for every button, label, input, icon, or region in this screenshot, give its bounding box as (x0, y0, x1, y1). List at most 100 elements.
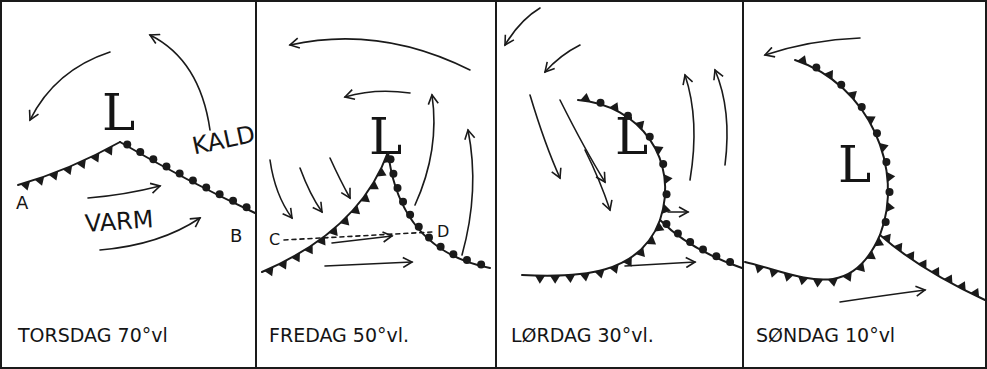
warm-front-dot (699, 245, 707, 253)
wind-arrow (545, 45, 580, 72)
cold-front-triangle (882, 234, 891, 243)
wind-arrow (100, 218, 200, 250)
warm-front-dot (837, 81, 845, 89)
warm-front-dot (597, 99, 605, 107)
wind-arrow (300, 168, 322, 212)
cold-front-triangle (866, 116, 875, 125)
cold-front-triangle (550, 276, 560, 284)
cold-front-triangle (784, 273, 794, 282)
cold-front-triangle (304, 245, 313, 254)
section-line (284, 232, 432, 240)
wind-arrow (715, 70, 727, 165)
wind-arrow (462, 130, 473, 255)
warm-front-dot (885, 188, 893, 196)
cold-front-triangle (90, 153, 99, 162)
cold-front-triangle (662, 204, 671, 214)
warm-front-dot (162, 162, 170, 170)
cold-front-triangle (843, 272, 852, 281)
warm-front-dot (243, 203, 251, 211)
wind-arrow (625, 262, 695, 266)
cold-front-triangle (623, 257, 632, 266)
warm-front-dot (858, 103, 866, 111)
wind-arrow (840, 290, 925, 302)
warm-front-dot (663, 190, 671, 198)
warm-front-dot (882, 218, 890, 226)
wind-arrow (585, 150, 610, 210)
occluded-front (578, 100, 665, 220)
wind-arrow (325, 262, 412, 266)
cold-front-triangle (957, 281, 966, 290)
cold-front (880, 235, 985, 300)
front-symbols (20, 55, 979, 297)
cold-front-triangle (595, 270, 605, 279)
low-pressure-mark: L (615, 112, 648, 162)
cold-front-triangle (384, 154, 393, 163)
warm-front-dot (189, 177, 197, 185)
cold-front-triangle (944, 274, 953, 283)
cold-front-triangle (581, 93, 591, 102)
wind-arrows (30, 8, 925, 302)
cold-front-triangle (931, 267, 940, 276)
wind-arrow (332, 236, 392, 243)
warm-front-dot (415, 223, 423, 231)
cold-front-triangle (278, 260, 287, 269)
cold-front-triangle (636, 248, 645, 257)
cold-front (18, 142, 120, 185)
cold-front-triangle (755, 264, 765, 273)
wind-arrow (330, 158, 350, 198)
cold-front-triangle (20, 181, 30, 190)
day-panel: LCDFREDAG 50°vl. (255, 0, 497, 369)
wind-arrow (530, 95, 560, 178)
warm-front-dot (176, 170, 184, 178)
cold-front-triangle (377, 167, 386, 176)
point-label: C (269, 232, 280, 248)
warm-front-dot (387, 155, 395, 163)
cold-front-triangle (351, 205, 360, 214)
cold-front-triangle (635, 121, 644, 130)
cold-front-triangle (879, 143, 888, 153)
warm-front-dot (406, 211, 414, 219)
day-label: TORSDAG 70°vl (18, 326, 168, 345)
wind-arrow (560, 100, 605, 182)
cold-front-triangle (664, 174, 672, 184)
warm-front-dot (812, 64, 820, 72)
day-panel: LKALDVARMABTORSDAG 70°vl (0, 0, 257, 369)
wind-arrow (415, 95, 434, 205)
point-label: B (230, 227, 242, 245)
cold-front-triangle (580, 273, 590, 282)
warm-front-dot (646, 133, 654, 141)
warm-front-dot (389, 170, 397, 178)
cold-front-triangle (369, 181, 378, 189)
warm-front-dot (477, 260, 485, 268)
warm-front-dot (229, 197, 237, 205)
warm-front-dot (136, 148, 144, 156)
cold-front-triangle (797, 55, 806, 64)
air-mass-label: KALD (190, 122, 257, 159)
wind-arrow (290, 39, 470, 70)
wind-arrow (150, 35, 210, 130)
cold-front-triangle (813, 279, 823, 287)
point-label: D (437, 224, 449, 240)
warm-front-dot (624, 112, 632, 120)
cold-front-triangle (264, 267, 273, 276)
cold-front-triangle (35, 177, 44, 186)
cold-front-triangle (848, 91, 857, 100)
cold-front-triangle (893, 243, 902, 252)
cold-front-triangle (565, 275, 575, 283)
point-label: A (16, 194, 28, 212)
warm-front-dot (449, 250, 457, 258)
cold-front-triangle (317, 236, 326, 245)
cold-front-triangle (291, 253, 300, 262)
warm-front-dot (659, 160, 667, 168)
warm-front-dot (399, 198, 407, 206)
cold-front-triangle (655, 222, 664, 231)
cold-front-triangle (647, 236, 656, 245)
day-label: SØNDAG 10°vl (756, 326, 895, 345)
cold-front-triangle (535, 276, 545, 284)
warm-front-dot (873, 129, 881, 137)
cold-front-triangle (340, 216, 349, 225)
warm-front-dot (437, 243, 445, 251)
cold-front-triangle (49, 171, 58, 180)
cold-front-triangle (866, 251, 875, 260)
wind-arrow (88, 186, 160, 198)
